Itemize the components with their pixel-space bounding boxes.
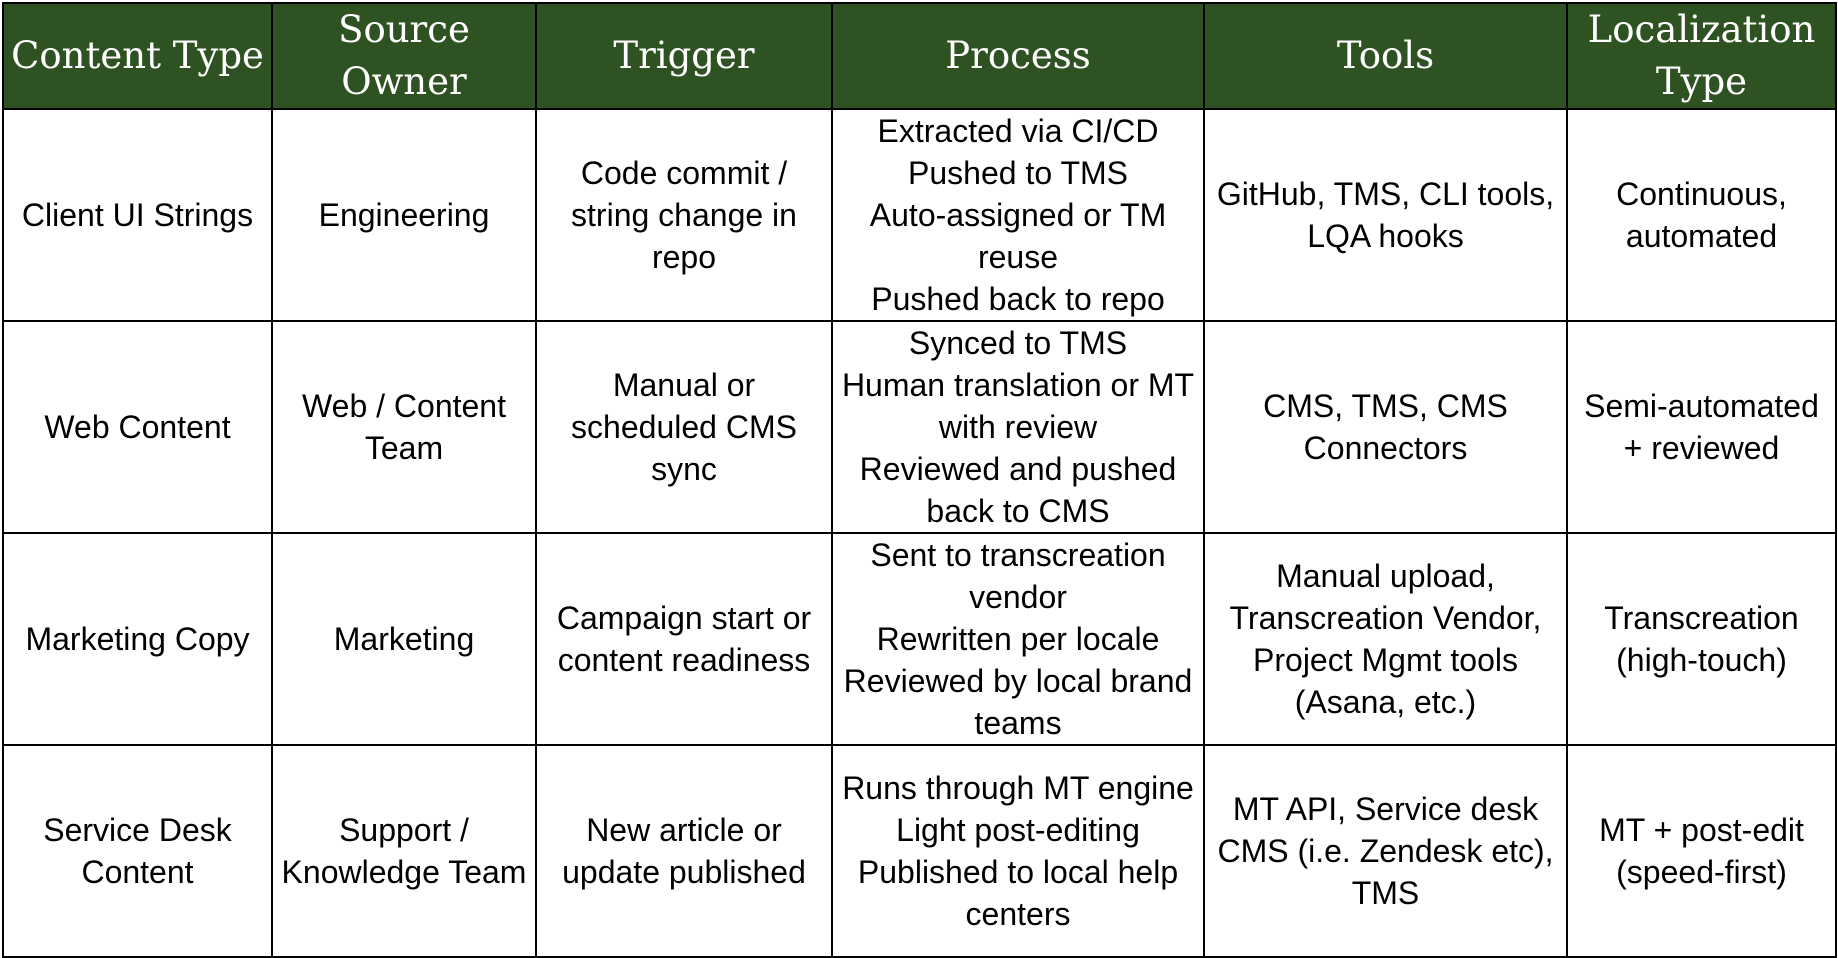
cell-process: Sent to transcreation vendor Rewritten p… bbox=[831, 532, 1205, 746]
header-source-owner: Source Owner bbox=[271, 2, 537, 110]
header-content-type: Content Type bbox=[2, 2, 273, 110]
header-trigger: Trigger bbox=[535, 2, 833, 110]
cell-tools: Manual upload, Transcreation Vendor, Pro… bbox=[1203, 532, 1568, 746]
cell-content-type: Marketing Copy bbox=[2, 532, 273, 746]
cell-localization-type: Continuous, automated bbox=[1566, 108, 1837, 322]
cell-tools: CMS, TMS, CMS Connectors bbox=[1203, 320, 1568, 534]
cell-source-owner: Support / Knowledge Team bbox=[271, 744, 537, 958]
table-row: Service Desk Content Support / Knowledge… bbox=[2, 744, 1837, 958]
cell-source-owner: Marketing bbox=[271, 532, 537, 746]
cell-content-type: Service Desk Content bbox=[2, 744, 273, 958]
cell-trigger: Code commit / string change in repo bbox=[535, 108, 833, 322]
cell-tools: MT API, Service desk CMS (i.e. Zendesk e… bbox=[1203, 744, 1568, 958]
table-row: Marketing Copy Marketing Campaign start … bbox=[2, 532, 1837, 746]
header-localization-type: Localization Type bbox=[1566, 2, 1837, 110]
table-row: Client UI Strings Engineering Code commi… bbox=[2, 108, 1837, 322]
cell-process: Runs through MT engine Light post-editin… bbox=[831, 744, 1205, 958]
cell-process: Extracted via CI/CD Pushed to TMS Auto-a… bbox=[831, 108, 1205, 322]
cell-content-type: Client UI Strings bbox=[2, 108, 273, 322]
cell-localization-type: MT + post-edit (speed-first) bbox=[1566, 744, 1837, 958]
cell-process: Synced to TMS Human translation or MT wi… bbox=[831, 320, 1205, 534]
cell-tools: GitHub, TMS, CLI tools, LQA hooks bbox=[1203, 108, 1568, 322]
cell-localization-type: Transcreation (high-touch) bbox=[1566, 532, 1837, 746]
cell-source-owner: Engineering bbox=[271, 108, 537, 322]
table-row: Web Content Web / Content Team Manual or… bbox=[2, 320, 1837, 534]
header-process: Process bbox=[831, 2, 1205, 110]
cell-source-owner: Web / Content Team bbox=[271, 320, 537, 534]
header-tools: Tools bbox=[1203, 2, 1568, 110]
cell-content-type: Web Content bbox=[2, 320, 273, 534]
header-row: Content Type Source Owner Trigger Proces… bbox=[2, 2, 1837, 110]
cell-trigger: Manual or scheduled CMS sync bbox=[535, 320, 833, 534]
cell-trigger: New article or update published bbox=[535, 744, 833, 958]
cell-trigger: Campaign start or content readiness bbox=[535, 532, 833, 746]
cell-localization-type: Semi-automated + reviewed bbox=[1566, 320, 1837, 534]
